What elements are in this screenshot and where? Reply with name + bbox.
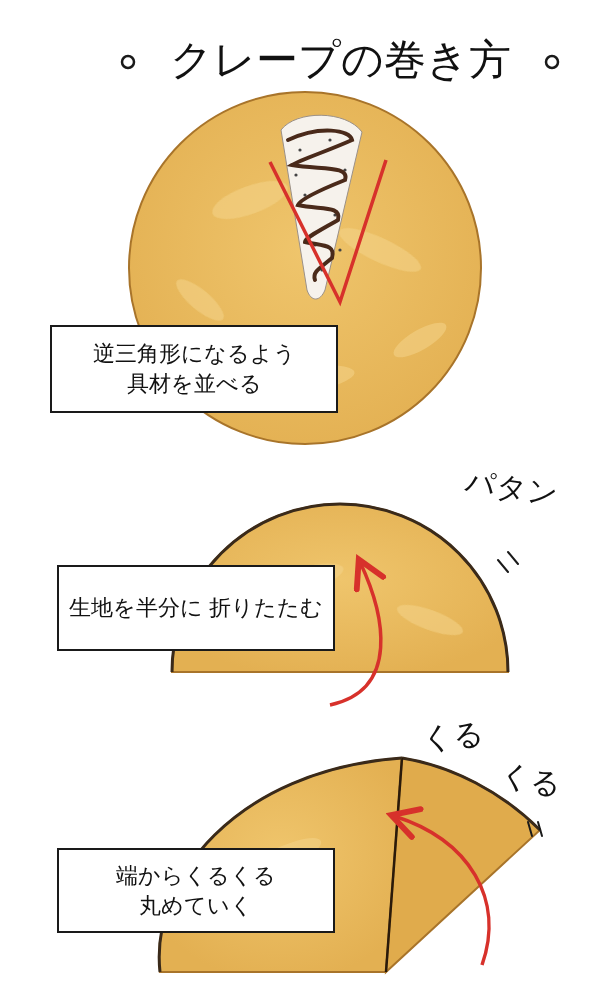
instruction-text: 逆三角形になるよう 具材を並べる — [52, 339, 336, 398]
instruction-text: 端からくるくる 丸めていく — [59, 861, 333, 920]
instruction-text: 生地を半分に 折りたたむ — [69, 593, 324, 623]
title-dot — [122, 56, 134, 68]
sound-effect: くる — [420, 713, 485, 759]
title: クレープの巻き方 — [145, 32, 535, 88]
sound-effect: くる — [497, 755, 565, 806]
sound-effect: パタン — [463, 462, 561, 516]
instruction-box: 生地を半分に 折りたたむ — [57, 565, 335, 651]
instruction-box: 端からくるくる 丸めていく — [57, 848, 335, 933]
instruction-box: 逆三角形になるよう 具材を並べる — [50, 325, 338, 413]
title-dot — [546, 56, 558, 68]
